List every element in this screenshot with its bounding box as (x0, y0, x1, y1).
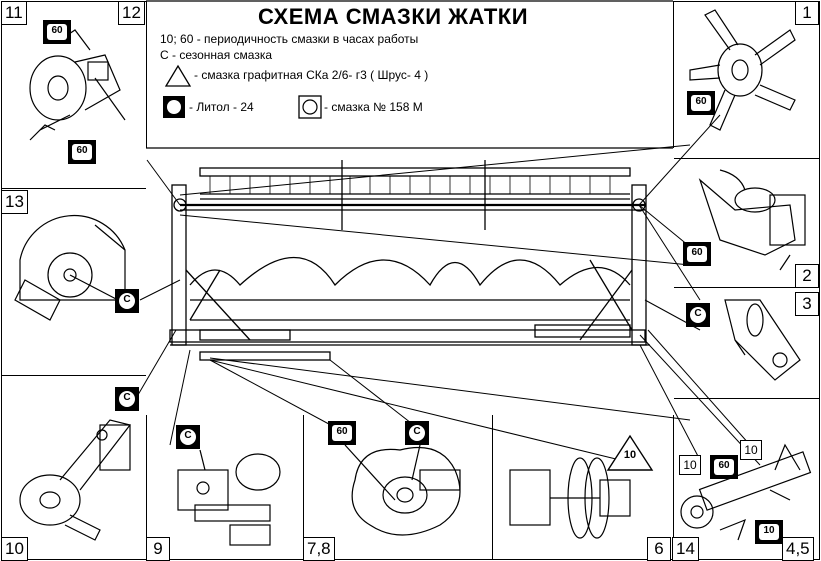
panel-7-8-drawing (344, 444, 461, 536)
panel-6-drawing (509, 457, 631, 539)
badge-60-panel2: 60 (683, 242, 711, 266)
panel-2-drawing (698, 169, 806, 271)
page-title: СХЕМА СМАЗКИ ЖАТКИ (258, 4, 529, 29)
panel-11-drawing (29, 29, 126, 141)
legend-hours: 10; 60 - периодичность смазки в часах ра… (160, 32, 419, 46)
panel-label-11: 11 (1, 1, 27, 25)
badge-c-panel9: С (176, 425, 200, 449)
header-assembly (134, 114, 761, 466)
badge-60-panel1: 60 (687, 91, 715, 115)
badge-60-panel11-bottom: 60 (68, 140, 96, 164)
panel-label-6: 6 (647, 537, 671, 561)
panel-10-drawing (19, 419, 132, 541)
panel-label-14: 14 (672, 537, 699, 561)
badge-c-panel78: С (405, 421, 429, 445)
panel-label-7-8: 7,8 (303, 537, 335, 561)
panel-9-drawing (177, 449, 281, 546)
panel-label-13: 13 (1, 190, 28, 214)
badge-60-panel78: 60 (328, 421, 356, 445)
legend-grease158: - смазка № 158 М (324, 100, 423, 114)
badge-10-panel45-b: 10 (740, 440, 762, 460)
panel-1-drawing (689, 9, 796, 131)
panel-label-9: 9 (146, 537, 170, 561)
panel-3-drawing (724, 299, 801, 381)
badge-c-panel10: С (115, 387, 139, 411)
panel-label-12: 12 (118, 1, 145, 25)
badge-c-panel13: С (115, 289, 139, 313)
panel-13 (1, 188, 147, 376)
legend-litol: - Литол - 24 (189, 100, 254, 114)
badge-10-panel45-a: 10 (679, 455, 701, 475)
panel-13-drawing (14, 214, 126, 321)
legend-graphite: - смазка графитная СКа 2/6- г3 ( Шрус- 4… (194, 68, 429, 82)
panel-label-3: 3 (795, 292, 819, 316)
panel-label-4-5: 4,5 (782, 537, 814, 561)
badge-60-panel45: 60 (710, 455, 738, 479)
panel-label-10: 10 (1, 537, 28, 561)
legend-seasonal: С - сезонная смазка (160, 48, 273, 62)
panel-label-1: 1 (795, 1, 819, 25)
triangle-label-panel6: 10 (623, 449, 637, 461)
badge-10-panel45-litol: 10 (755, 520, 783, 544)
badge-60-panel11-top: 60 (43, 20, 71, 44)
panel-4-5-drawing (680, 443, 812, 541)
panel-label-2: 2 (795, 264, 819, 288)
badge-c-panel3: С (686, 303, 710, 327)
